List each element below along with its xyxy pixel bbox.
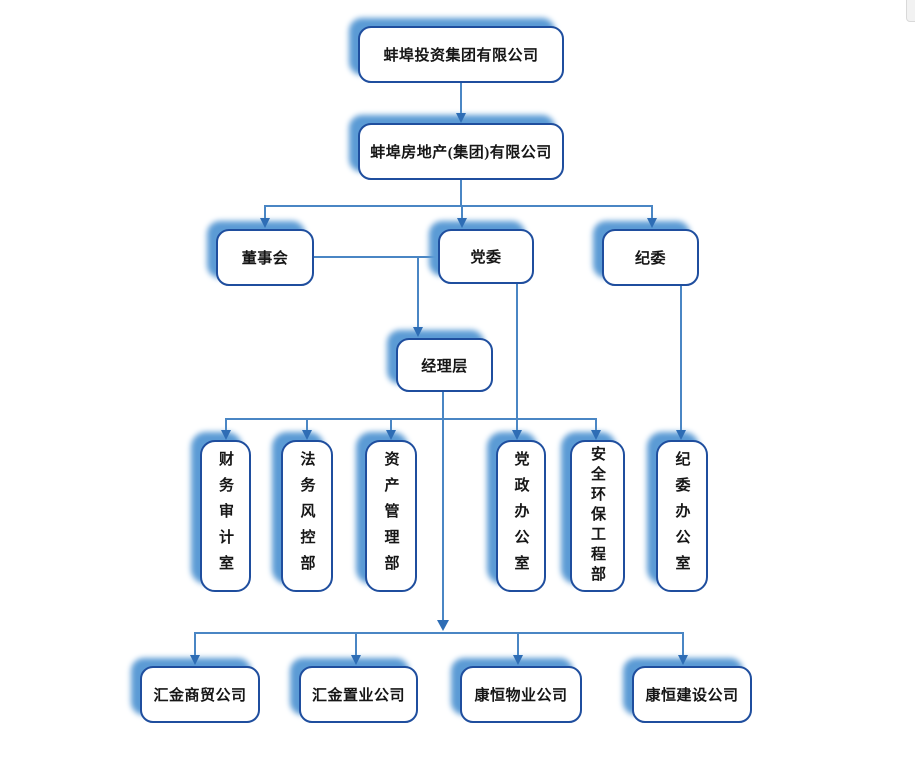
connector-drop-discipline — [651, 205, 653, 220]
connector-dept-bus — [225, 418, 596, 420]
node-dept-discipline-office[interactable]: 纪委办公室 — [656, 440, 708, 592]
node-party-committee-label: 党委 — [470, 250, 502, 266]
node-dept-legal-risk[interactable]: 法务风控部 — [281, 440, 333, 592]
connector-drop-safety — [595, 418, 597, 431]
node-board[interactable]: 董事会 — [216, 229, 314, 286]
arrowhead — [221, 430, 231, 440]
node-dept-safety-env-eng[interactable]: 安全环保工程部 — [570, 440, 625, 592]
node-dept-safety-env-eng-label: 安全环保工程部 — [589, 446, 605, 586]
node-sub-kangheng-property[interactable]: 康恒物业公司 — [460, 666, 582, 723]
connector-drop-trade — [194, 632, 196, 656]
connector-management-stem — [442, 392, 444, 621]
arrowhead — [351, 655, 361, 665]
arrowhead — [678, 655, 688, 665]
arrowhead — [676, 430, 686, 440]
connector-drop-construction — [682, 632, 684, 656]
page-corner-tab — [906, 0, 915, 22]
connector-drop-realty — [355, 632, 357, 656]
arrowhead — [457, 218, 467, 228]
arrowhead — [513, 655, 523, 665]
node-management-label: 经理层 — [421, 358, 468, 375]
node-sub-huijin-realty[interactable]: 汇金置业公司 — [299, 666, 418, 723]
connector-drop-management — [417, 256, 419, 329]
arrowhead — [437, 620, 449, 631]
arrowhead — [190, 655, 200, 665]
arrowhead — [647, 218, 657, 228]
node-root-label: 蚌埠投资集团有限公司 — [383, 48, 539, 64]
node-dept-finance-audit[interactable]: 财务审计室 — [200, 440, 251, 592]
node-sub-huijin-realty-label: 汇金置业公司 — [311, 688, 405, 704]
connector-row3-bus — [264, 205, 652, 207]
connector-drop-party — [461, 205, 463, 220]
node-dept-party-gov-office-label: 党政办公室 — [512, 451, 529, 581]
connector-drop-finance — [225, 418, 227, 431]
arrowhead — [413, 327, 423, 337]
connector-drop-property — [517, 632, 519, 656]
node-dept-finance-audit-label: 财务审计室 — [217, 451, 233, 581]
connector-party-office — [516, 283, 518, 432]
node-dept-asset-mgmt-label: 资产管理部 — [382, 451, 399, 581]
node-group[interactable]: 蚌埠房地产(集团)有限公司 — [358, 123, 564, 180]
arrowhead — [302, 430, 312, 440]
arrowhead — [591, 430, 601, 440]
node-sub-kangheng-construction[interactable]: 康恒建设公司 — [632, 666, 752, 723]
connector-board-party — [313, 256, 438, 258]
connector-drop-legal — [306, 418, 308, 431]
node-dept-asset-mgmt[interactable]: 资产管理部 — [365, 440, 417, 592]
connector-discipline-office — [680, 286, 682, 432]
arrowhead — [386, 430, 396, 440]
node-board-label: 董事会 — [241, 251, 289, 267]
node-dept-legal-risk-label: 法务风控部 — [298, 451, 315, 581]
node-party-committee[interactable]: 党委 — [438, 229, 534, 284]
node-root[interactable]: 蚌埠投资集团有限公司 — [358, 26, 564, 83]
node-dept-party-gov-office[interactable]: 党政办公室 — [496, 440, 546, 592]
node-sub-kangheng-property-label: 康恒物业公司 — [474, 688, 568, 704]
node-sub-huijin-trade-label: 汇金商贸公司 — [153, 688, 247, 704]
arrowhead — [260, 218, 270, 228]
node-management[interactable]: 经理层 — [396, 338, 493, 392]
connector-drop-asset — [390, 418, 392, 431]
connector-group-stem — [460, 180, 462, 206]
connector-subsidiary-bus — [194, 632, 684, 634]
node-discipline-committee-label: 纪委 — [634, 251, 666, 267]
arrowhead — [456, 113, 466, 123]
node-group-label: 蚌埠房地产(集团)有限公司 — [370, 145, 552, 161]
node-sub-kangheng-construction-label: 康恒建设公司 — [645, 688, 739, 704]
connector-drop-board — [264, 205, 266, 220]
node-sub-huijin-trade[interactable]: 汇金商贸公司 — [140, 666, 260, 723]
connector-root-group — [460, 83, 462, 115]
arrowhead — [512, 430, 522, 440]
node-dept-discipline-office-label: 纪委办公室 — [673, 451, 690, 581]
node-discipline-committee[interactable]: 纪委 — [602, 229, 699, 286]
